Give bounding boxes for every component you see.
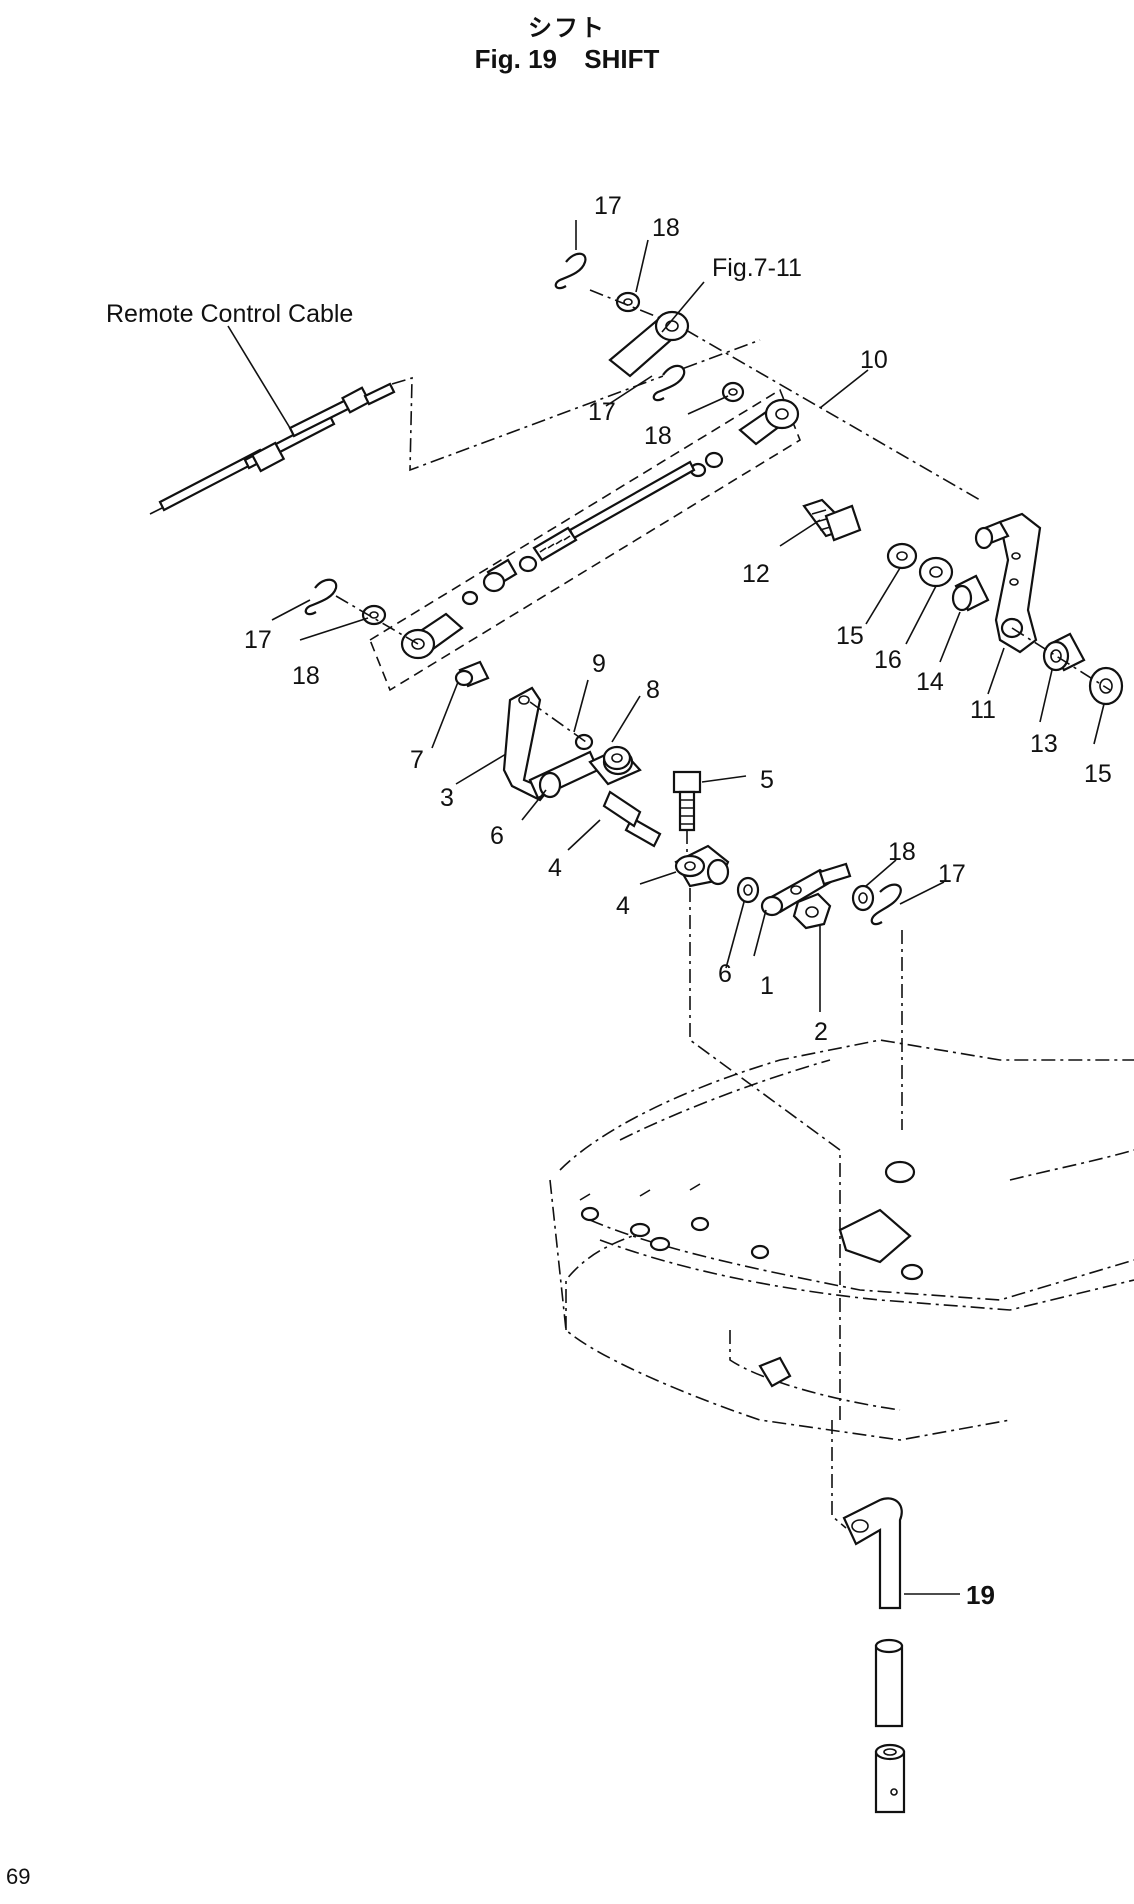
shift-rod-assembly	[304, 381, 800, 660]
label-part-9: 9	[592, 650, 606, 678]
label-part-12: 12	[742, 560, 770, 588]
label-part-3: 3	[440, 784, 454, 812]
label-remote-control-cable: Remote Control Cable	[106, 300, 353, 328]
page-number: 69	[6, 1864, 31, 1889]
label-part-6: 6	[490, 822, 504, 850]
label-part-6: 6	[718, 960, 732, 988]
label-part-15: 15	[1084, 760, 1112, 788]
figure-name: SHIFT	[584, 44, 660, 74]
label-part-7: 7	[410, 746, 424, 774]
label-part-17: 17	[594, 192, 622, 220]
leader-lines	[271, 220, 1105, 1595]
shift-lever-assembly	[502, 686, 662, 848]
label-part-2: 2	[814, 1018, 828, 1046]
label-part-18: 18	[292, 662, 320, 690]
label-fig-reference: Fig.7-11	[712, 254, 802, 282]
label-part-8: 8	[646, 676, 660, 704]
remote-control-cable	[149, 382, 396, 515]
figure-title: Fig. 19 SHIFT	[0, 44, 1134, 75]
label-part-5: 5	[760, 766, 774, 794]
label-part-1: 1	[760, 972, 774, 1000]
right-lever-assembly	[802, 498, 1124, 706]
title-japanese: シフト	[528, 14, 606, 42]
label-part-16: 16	[874, 646, 902, 674]
figure-number: Fig. 19	[474, 44, 557, 74]
engine-housing	[549, 1039, 1134, 1441]
label-part-4: 4	[548, 854, 562, 882]
label-part-17: 17	[244, 626, 272, 654]
label-part-15: 15	[836, 622, 864, 650]
label-part-11: 11	[970, 696, 996, 724]
label-part-17: 17	[588, 398, 616, 426]
label-part-4: 4	[616, 892, 630, 920]
label-part-14: 14	[916, 668, 944, 696]
label-part-17: 17	[938, 860, 966, 888]
bolt	[672, 770, 702, 832]
label-part-18: 18	[652, 214, 680, 242]
label-part-19: 19	[966, 1580, 995, 1610]
shift-rod	[842, 1497, 906, 1814]
label-part-18: 18	[888, 838, 916, 866]
pin	[454, 660, 490, 688]
lower-link-assembly	[674, 844, 902, 930]
label-part-10: 10	[860, 346, 888, 374]
label-part-13: 13	[1030, 730, 1058, 758]
upper-joint-assembly	[554, 252, 690, 402]
label-part-18: 18	[644, 422, 672, 450]
